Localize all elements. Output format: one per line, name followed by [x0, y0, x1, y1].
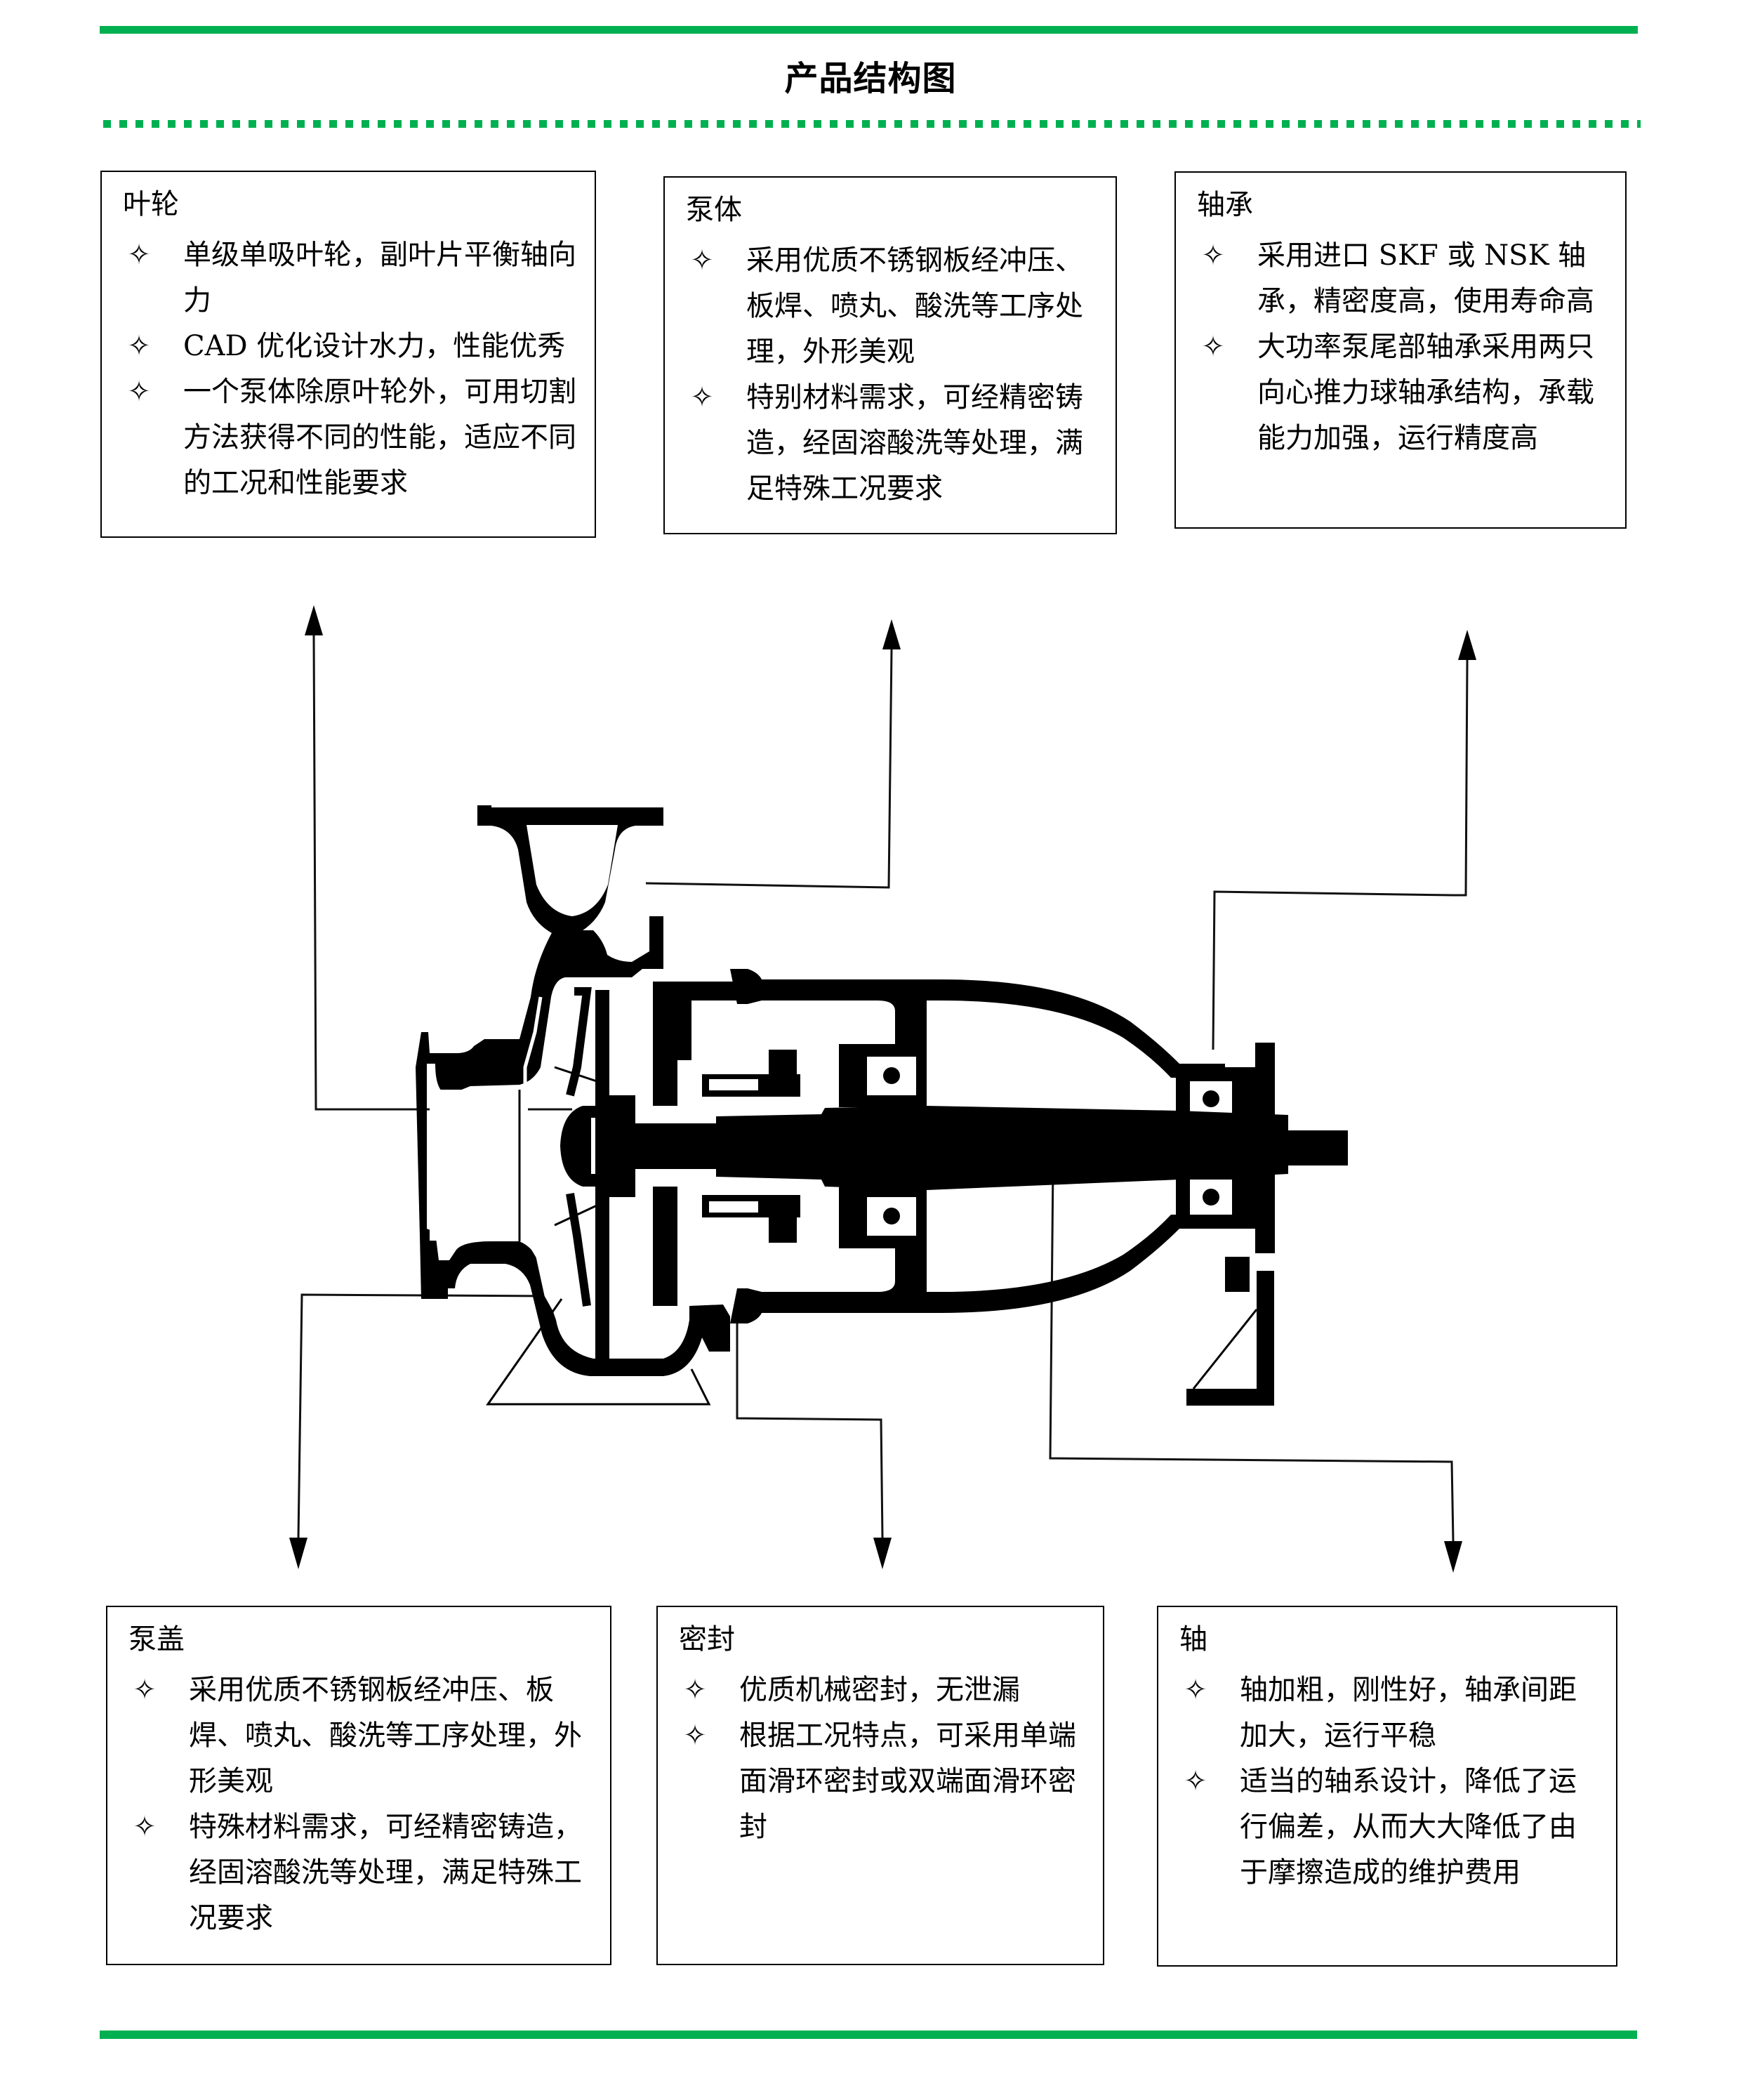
- top-green-rule: [100, 26, 1638, 34]
- list-item-text: 单级单吸叶轮，副叶片平衡轴向力: [183, 239, 576, 317]
- page-title: 产品结构图: [784, 59, 957, 98]
- feature-box-seal: 密封 ✧ 优质机械密封，无泄漏 ✧ 根据工况特点，可采用单端面滑环密封或双端面滑环密…: [656, 1606, 1104, 1965]
- list-item-text: 大功率泵尾部轴承采用两只向心推力球轴承结构，承载能力加强，运行精度高: [1257, 331, 1594, 454]
- list-item: ✧ 根据工况特点，可采用单端面滑环密封或双端面滑环密封: [677, 1713, 1087, 1850]
- box-heading: 轴: [1179, 1623, 1207, 1656]
- feature-list: ✧ 优质机械密封，无泄漏 ✧ 根据工况特点，可采用单端面滑环密封或双端面滑环密封: [677, 1668, 1087, 1850]
- box-heading: 泵盖: [128, 1623, 185, 1656]
- list-item-text: 特别材料需求，可经精密铸造，经固溶酸洗等处理，满足特殊工况要求: [746, 381, 1083, 505]
- box-heading: 密封: [679, 1623, 735, 1656]
- four-point-star-icon: ✧: [690, 381, 714, 414]
- seal-chamber: [653, 982, 677, 1106]
- list-item-text: 特殊材料需求，可经精密铸造，经固溶酸洗等处理，满足特殊工况要求: [189, 1811, 582, 1934]
- arrow-down-pump-cover-icon: [289, 1538, 307, 1569]
- four-point-star-icon: ✧: [133, 1811, 157, 1843]
- list-item-text: 采用优质不锈钢板经冲压、板焊、喷丸、酸洗等工序处理，外形美观: [746, 244, 1083, 368]
- feature-list: ✧ 单级单吸叶轮，副叶片平衡轴向力 ✧ CAD 优化设计水力，性能优秀 ✧ 一个泵体除…: [121, 232, 579, 506]
- feature-box-impeller: 叶轮 ✧ 单级单吸叶轮，副叶片平衡轴向力 ✧ CAD 优化设计水力，性能优秀 ✧ 一个…: [100, 171, 596, 538]
- impeller-hub: [560, 1106, 607, 1187]
- list-item: ✧ 适当的轴系设计，降低了运行偏差，从而大大降低了由于摩擦造成的维护费用: [1178, 1759, 1601, 1896]
- support-foot: [486, 1298, 711, 1406]
- bearing-bracket: [730, 969, 1225, 1095]
- list-item: ✧ 采用进口 SKF 或 NSK 轴承，精密度高，使用寿命高: [1196, 233, 1610, 324]
- list-item: ✧ 特殊材料需求，可经精密铸造，经固溶酸洗等处理，满足特殊工况要求: [127, 1804, 595, 1941]
- arrow-up-pump-body-icon: [882, 619, 901, 649]
- list-item: ✧ 特别材料需求，可经精密铸造，经固溶酸洗等处理，满足特殊工况要求: [684, 375, 1100, 512]
- feature-list: ✧ 采用优质不锈钢板经冲压、板焊、喷丸、酸洗等工序处理，外形美观 ✧ 特殊材料需求，…: [127, 1668, 595, 1941]
- rear-support: [1225, 1257, 1250, 1292]
- list-item-text: 根据工况特点，可采用单端面滑环密封或双端面滑环密封: [739, 1719, 1076, 1843]
- four-point-star-icon: ✧: [683, 1719, 707, 1752]
- list-item: ✧ 大功率泵尾部轴承采用两只向心推力球轴承结构，承载能力加强，运行精度高: [1196, 324, 1610, 461]
- leader-shaft: [1049, 1165, 1455, 1542]
- list-item: ✧ 一个泵体除原叶轮外，可用切割方法获得不同的性能，适应不同的工况和性能要求: [121, 369, 579, 506]
- four-point-star-icon: ✧: [1201, 331, 1225, 363]
- list-item-text: CAD 优化设计水力，性能优秀: [183, 330, 566, 362]
- box-heading: 轴承: [1197, 189, 1253, 221]
- four-point-star-icon: ✧: [127, 376, 151, 408]
- list-item: ✧ 采用优质不锈钢板经冲压、板焊、喷丸、酸洗等工序处理，外形美观: [127, 1668, 595, 1804]
- four-point-star-icon: ✧: [127, 330, 151, 362]
- box-heading: 泵体: [686, 194, 742, 226]
- arrow-down-seal-icon: [873, 1538, 892, 1569]
- arrow-down-shaft-icon: [1444, 1541, 1462, 1573]
- four-point-star-icon: ✧: [1184, 1765, 1207, 1797]
- list-item-text: 适当的轴系设计，降低了运行偏差，从而大大降低了由于摩擦造成的维护费用: [1240, 1765, 1577, 1889]
- list-item: ✧ 采用优质不锈钢板经冲压、板焊、喷丸、酸洗等工序处理，外形美观: [684, 238, 1100, 375]
- dotted-green-divider: [103, 120, 1641, 128]
- list-item: ✧ 优质机械密封，无泄漏: [677, 1668, 1087, 1713]
- four-point-star-icon: ✧: [683, 1674, 707, 1706]
- feature-list: ✧ 采用优质不锈钢板经冲压、板焊、喷丸、酸洗等工序处理，外形美观 ✧ 特别材料需求，…: [684, 238, 1100, 512]
- feature-box-shaft: 轴 ✧ 轴加粗，刚性好，轴承间距加大，运行平稳 ✧ 适当的轴系设计，降低了运行偏差，…: [1157, 1606, 1617, 1967]
- pump-body-drawing: [416, 805, 1348, 1406]
- list-item-text: 轴加粗，刚性好，轴承间距加大，运行平稳: [1240, 1674, 1577, 1752]
- bottom-green-rule: [100, 2030, 1637, 2039]
- leader-seal: [736, 1320, 884, 1538]
- four-point-star-icon: ✧: [133, 1674, 157, 1706]
- list-item-text: 采用进口 SKF 或 NSK 轴承，精密度高，使用寿命高: [1257, 239, 1594, 317]
- four-point-star-icon: ✧: [1201, 239, 1225, 272]
- impeller-vane: [554, 1066, 608, 1086]
- leader-pump-cover: [297, 1293, 548, 1538]
- feature-box-bearing: 轴承 ✧ 采用进口 SKF 或 NSK 轴承，精密度高，使用寿命高 ✧ 大功率泵尾部…: [1174, 171, 1627, 529]
- feature-list: ✧ 轴加粗，刚性好，轴承间距加大，运行平稳 ✧ 适当的轴系设计，降低了运行偏差，从而…: [1178, 1668, 1601, 1896]
- leader-pump-body: [645, 649, 893, 889]
- four-point-star-icon: ✧: [690, 244, 714, 277]
- list-item: ✧ 单级单吸叶轮，副叶片平衡轴向力: [121, 232, 579, 324]
- list-item-text: 一个泵体除原叶轮外，可用切割方法获得不同的性能，适应不同的工况和性能要求: [183, 376, 576, 499]
- four-point-star-icon: ✧: [127, 239, 151, 271]
- feature-box-pump-body: 泵体 ✧ 采用优质不锈钢板经冲压、板焊、喷丸、酸洗等工序处理，外形美观 ✧ 特别材料…: [663, 176, 1117, 534]
- list-item-text: 优质机械密封，无泄漏: [739, 1674, 1020, 1706]
- leader-bearing: [1212, 659, 1469, 1050]
- four-point-star-icon: ✧: [1184, 1674, 1207, 1706]
- feature-box-pump-cover: 泵盖 ✧ 采用优质不锈钢板经冲压、板焊、喷丸、酸洗等工序处理，外形美观 ✧ 特殊材料…: [106, 1606, 611, 1965]
- volute-casing: [416, 916, 730, 1376]
- box-heading: 叶轮: [123, 188, 179, 220]
- list-item: ✧ CAD 优化设计水力，性能优秀: [121, 324, 579, 369]
- arrow-up-impeller-icon: [305, 605, 323, 635]
- arrow-up-bearing-icon: [1458, 630, 1476, 660]
- bearing-ball-icon: [883, 1067, 900, 1084]
- feature-list: ✧ 采用进口 SKF 或 NSK 轴承，精密度高，使用寿命高 ✧ 大功率泵尾部轴承采…: [1196, 233, 1610, 461]
- list-item-text: 采用优质不锈钢板经冲压、板焊、喷丸、酸洗等工序处理，外形美观: [189, 1674, 582, 1797]
- list-item: ✧ 轴加粗，刚性好，轴承间距加大，运行平稳: [1178, 1668, 1601, 1759]
- shaft: [605, 1106, 1348, 1190]
